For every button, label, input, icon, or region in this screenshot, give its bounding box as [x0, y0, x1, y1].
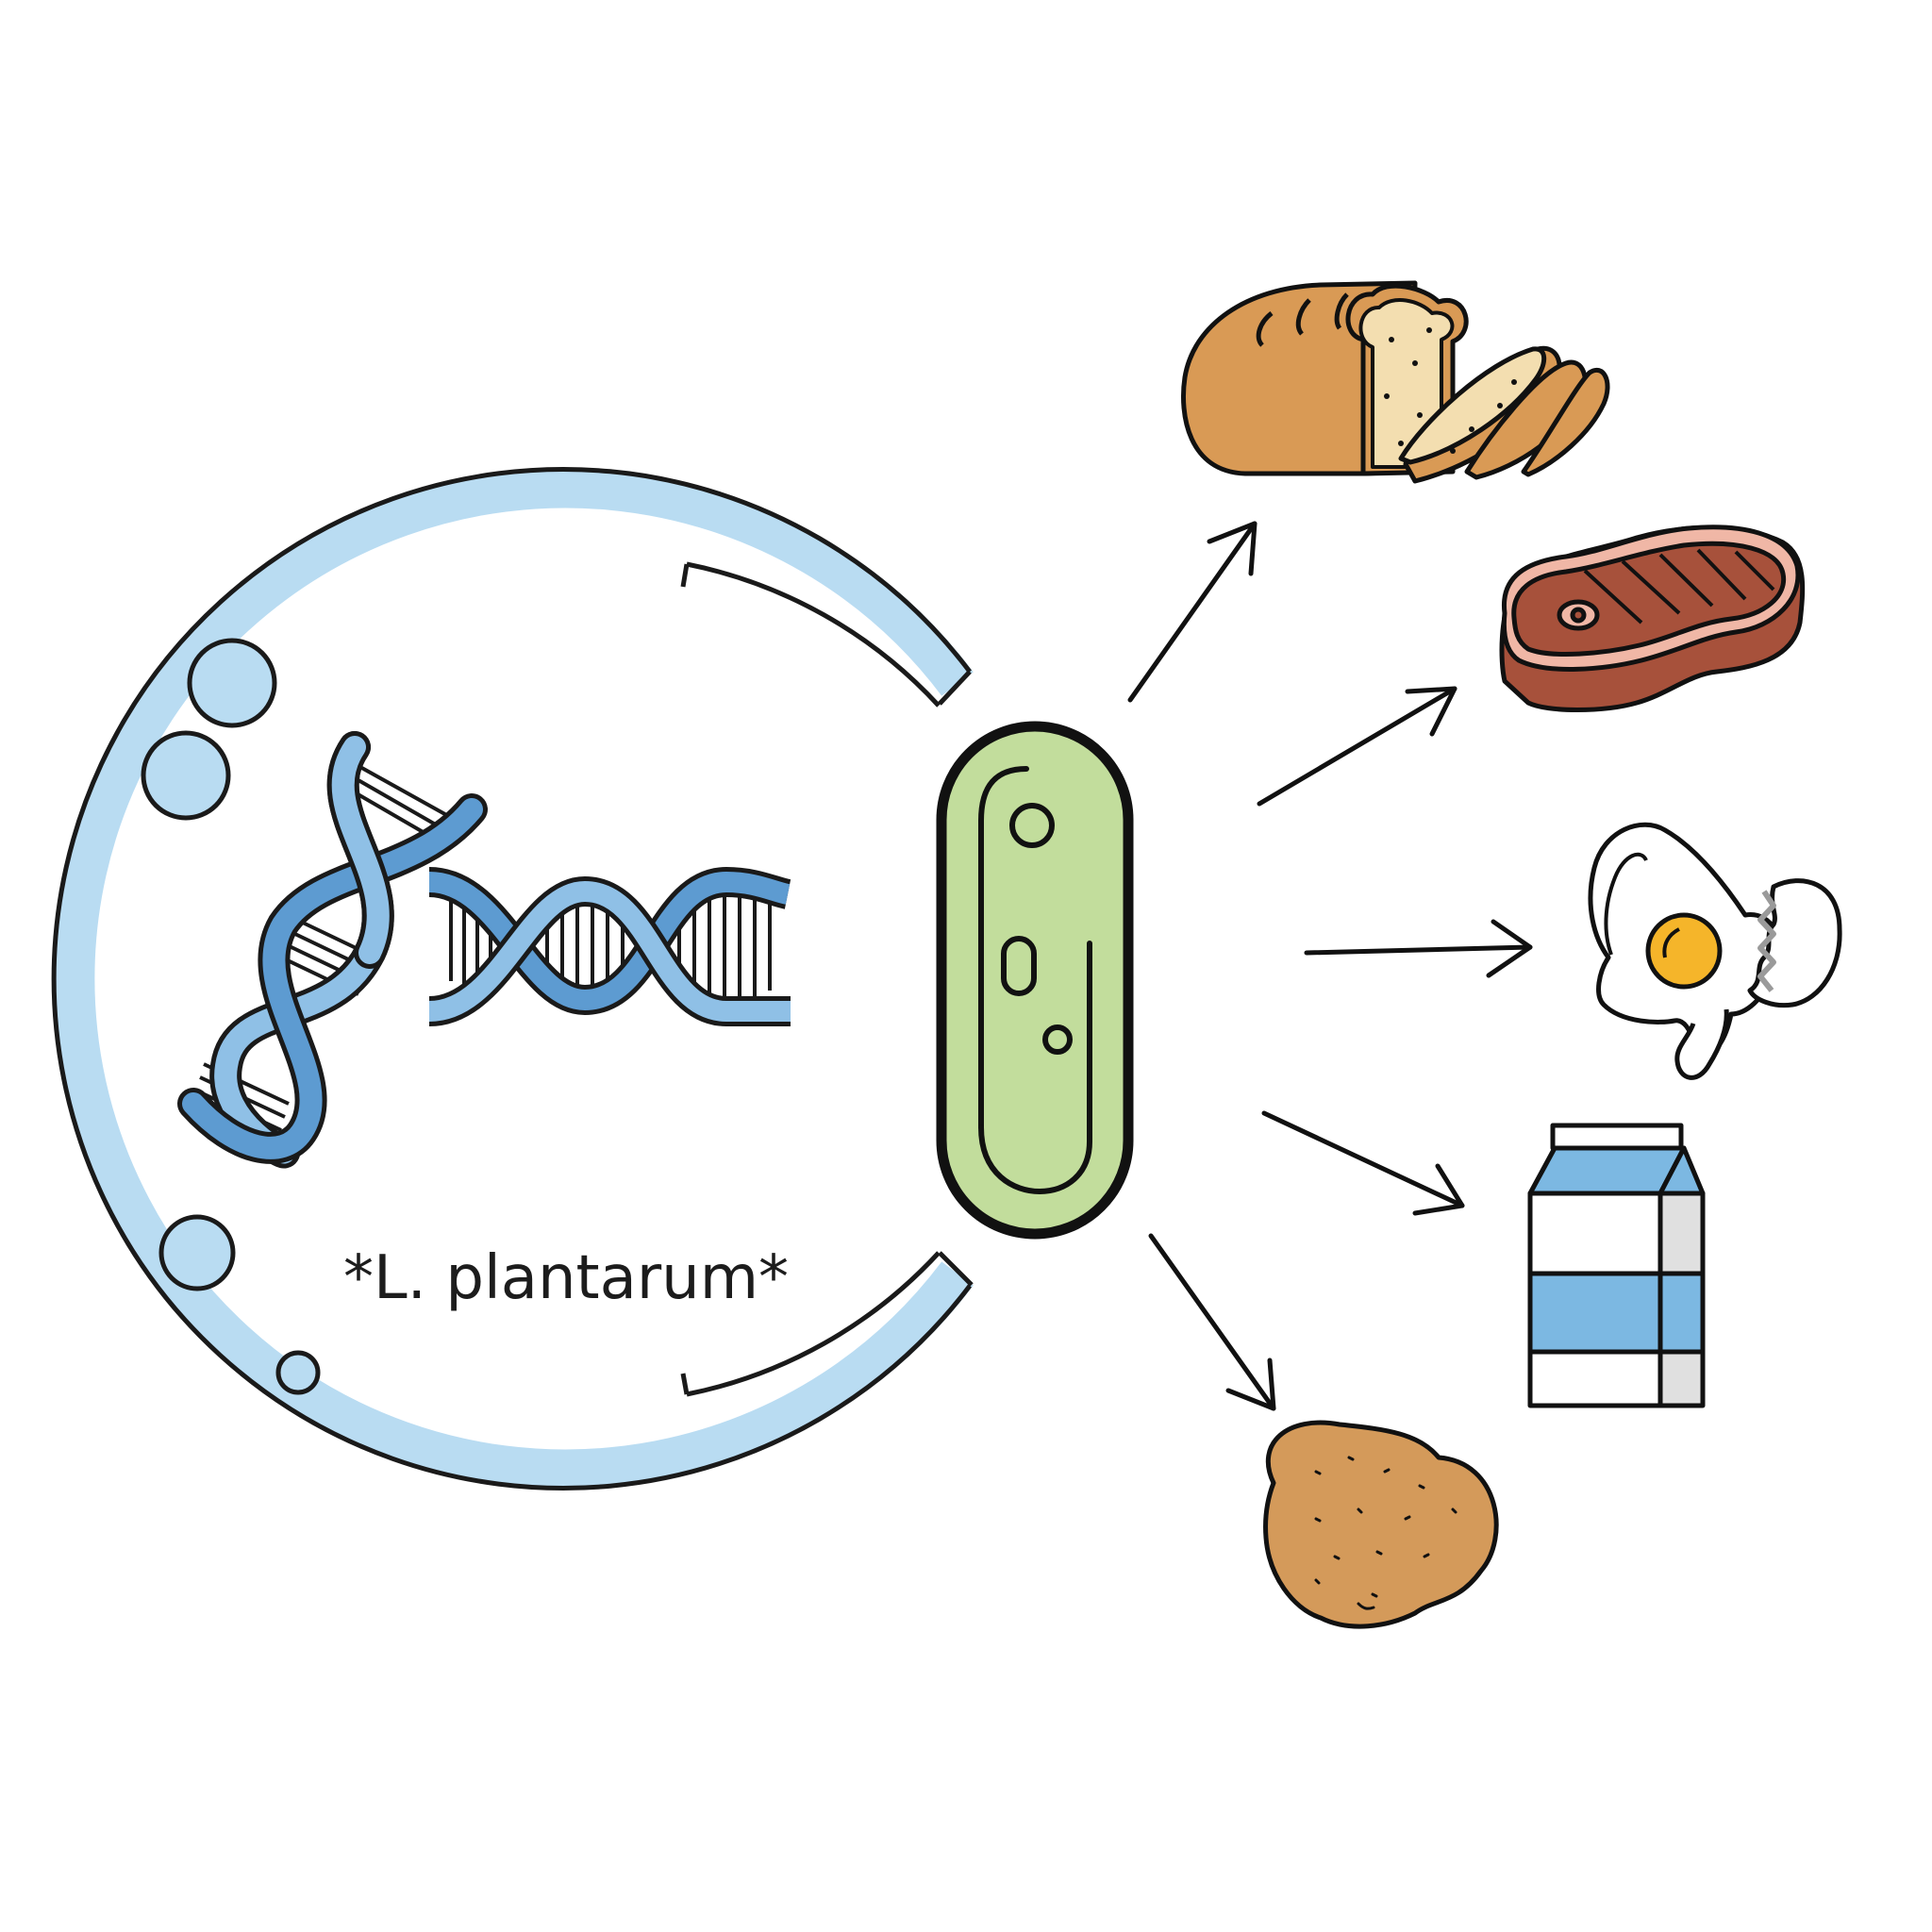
- dna-helix-icon: [427, 866, 791, 1026]
- ring-bead: [275, 1350, 321, 1395]
- arrow-to-milk: [1261, 1110, 1465, 1216]
- fried-egg-icon: [1588, 822, 1842, 1080]
- ring-bead: [187, 638, 277, 728]
- dna-helix-icon: [177, 731, 488, 1169]
- plasmid-ring-icon: [51, 467, 974, 1491]
- potato-icon: [1263, 1420, 1499, 1629]
- arrow-to-potato: [1148, 1233, 1276, 1411]
- steak-icon: [1499, 525, 1806, 712]
- milk-carton-icon: [1527, 1123, 1706, 1408]
- bread-icon: [1180, 280, 1610, 484]
- arrow-to-egg: [1304, 919, 1533, 978]
- ring-bead: [158, 1214, 236, 1291]
- arrow-to-bread: [1127, 521, 1257, 703]
- arrows: [1127, 521, 1533, 1411]
- arrow-to-steak: [1257, 686, 1457, 807]
- organism-label: *L. plantarum*: [342, 1243, 790, 1313]
- ring-bead: [141, 730, 231, 821]
- bacterium-icon: [936, 721, 1134, 1240]
